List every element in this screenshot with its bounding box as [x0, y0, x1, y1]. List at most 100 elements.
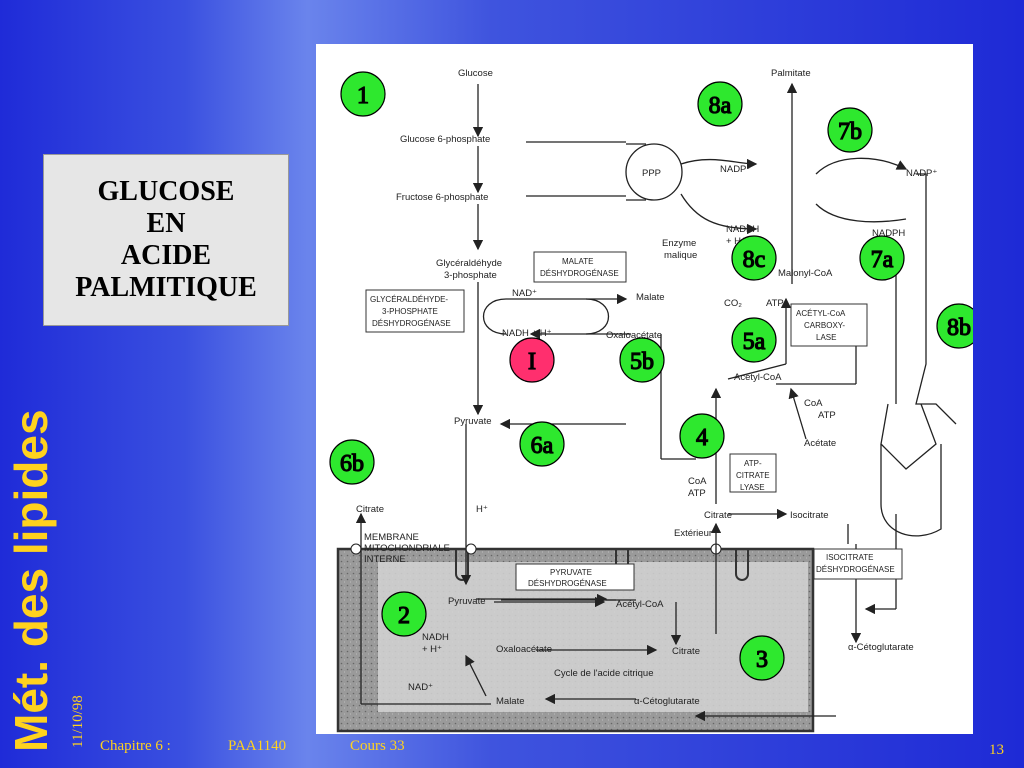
label-alpha-kg-mito: α-Cétoglutarate [634, 696, 700, 707]
svg-text:4: 4 [696, 425, 708, 451]
title-line-2: EN [146, 208, 186, 239]
label-acc-2: CARBOXY- [804, 321, 845, 330]
label-nad-mito: NAD⁺ [408, 682, 433, 693]
date-label: 11/10/98 [70, 695, 86, 748]
svg-text:6a: 6a [531, 433, 554, 459]
pathway-diagram: Glucose Glucose 6-phosphate Fructose 6-p… [329, 68, 982, 733]
label-acetate: Acétate [804, 438, 836, 449]
svg-text:8b: 8b [947, 315, 971, 341]
pyruvate-transporter [465, 543, 477, 555]
marker-5a: 5a [731, 317, 777, 363]
label-g3pdh-3: DÉSHYDROGÉNASE [372, 319, 451, 328]
label-acetyl-coa-mito: Acétyl-CoA [616, 599, 664, 610]
label-malate-top: Malate [636, 292, 665, 303]
label-h-plus: + H⁺ [726, 236, 746, 247]
marker-2: 2 [381, 591, 427, 637]
label-acc-3: LASE [816, 333, 836, 342]
svg-text:1: 1 [357, 83, 369, 109]
label-alpha-kg-right: α-Cétoglutarate [848, 642, 914, 653]
label-gap-2: 3-phosphate [444, 270, 497, 281]
label-acc-1: ACÉTYL-CoA [796, 309, 846, 318]
marker-3: 3 [739, 635, 785, 681]
label-malate-dh-2: DÉSHYDROGÉNASE [540, 269, 619, 278]
svg-text:7b: 7b [838, 119, 862, 145]
label-membrane-1: MEMBRANE [364, 532, 419, 543]
label-nadp-plus-left: NADP⁺ [720, 164, 751, 175]
g3p-dehydrogenase-box [365, 289, 465, 333]
label-isocitrate: Isocitrate [790, 510, 829, 521]
label-nadh-mito-2: + H⁺ [422, 644, 442, 655]
label-nadh-h: NADH + H⁺ [502, 328, 552, 339]
label-pdh-1: PYRUVATE [550, 568, 592, 577]
label-nad-plus: NAD⁺ [512, 288, 537, 299]
title-box: GLUCOSE EN ACIDE PALMITIQUE [43, 154, 289, 326]
label-nadp-plus-right: NADP⁺ [906, 168, 937, 179]
marker-1: 1 [340, 71, 386, 117]
label-malate-mito: Malate [496, 696, 525, 707]
label-atp: ATP [766, 298, 784, 309]
label-coa: CoA [804, 398, 823, 409]
title-line-3: ACIDE [120, 240, 212, 271]
label-exterieur: Extérieur [674, 528, 712, 539]
title-line-1: GLUCOSE [97, 176, 235, 207]
label-membrane-2: MITOCHONDRIALE [364, 543, 450, 554]
label-g3pdh-2: 3-PHOSPHATE [382, 307, 438, 316]
svg-text:I: I [528, 349, 536, 375]
label-ppp: PPP [642, 168, 661, 179]
marker-8b: 8b [936, 303, 982, 349]
svg-text:5b: 5b [630, 349, 654, 375]
svg-text:3: 3 [756, 647, 768, 673]
footer-cours: Cours 33 [350, 738, 405, 754]
acetyl-coa-carboxylase-box [790, 303, 868, 347]
label-oxaloacetate-top: Oxaloacétate [606, 330, 662, 341]
title-line-4: PALMITIQUE [75, 272, 257, 303]
label-palmitate: Palmitate [771, 68, 811, 79]
label-membrane-3: INTERNE [364, 554, 406, 565]
label-pyruvate-top: Pyruvate [454, 416, 492, 427]
label-co2: CO₂ [724, 298, 742, 309]
pyruvate-dehydrogenase-box [515, 563, 635, 591]
marker-7b: 7b [827, 107, 873, 153]
label-gap-1: Glycéraldéhyde [436, 258, 502, 269]
label-acetyl-coa-top: Acétyl-CoA [734, 372, 782, 383]
label-acl-3: LYASE [740, 483, 765, 492]
atp-citrate-lyase-box [729, 453, 777, 493]
marker-5b: 5b [619, 337, 665, 383]
label-citrate-left: Citrate [356, 504, 384, 515]
label-acl-1: ATP- [744, 459, 762, 468]
svg-text:2: 2 [398, 603, 410, 629]
diagram-panel: Glucose Glucose 6-phosphate Fructose 6-p… [316, 44, 982, 734]
label-enzyme-malique-1: Enzyme [662, 238, 696, 249]
vertical-title: Mét. des lipides [5, 409, 57, 752]
label-fructose-6-phosphate: Fructose 6-phosphate [396, 192, 488, 203]
label-nadh-mito-1: NADH [422, 632, 449, 643]
label-oxaloacetate-mito: Oxaloacétate [496, 644, 552, 655]
marker-4: 4 [679, 413, 725, 459]
marker-I: I [509, 337, 555, 383]
citrate-transporter [350, 543, 362, 555]
marker-8c: 8c [731, 235, 777, 281]
marker-6b: 6b [329, 439, 375, 485]
label-h-plus-membrane: H⁺ [476, 504, 488, 515]
svg-text:7a: 7a [871, 247, 894, 273]
label-idh-2: DÉSHYDROGÉNASE [816, 565, 895, 574]
label-pdh-2: DÉSHYDROGÉNASE [528, 579, 607, 588]
label-cycle: Cycle de l'acide citrique [554, 668, 654, 679]
label-acl-2: CITRATE [736, 471, 770, 480]
svg-text:5a: 5a [743, 329, 766, 355]
label-nadph-right: NADPH [872, 228, 905, 239]
label-idh-1: ISOCITRATE [826, 553, 873, 562]
isocitrate-dehydrogenase-box [813, 548, 903, 580]
malate-dehydrogenase-box [533, 251, 627, 283]
footer-chapter: Chapitre 6 : [100, 738, 171, 754]
label-glucose-6-phosphate: Glucose 6-phosphate [400, 134, 490, 145]
svg-text:8a: 8a [709, 93, 732, 119]
label-malonyl-coa: Malonyl-CoA [778, 268, 833, 279]
label-glucose: Glucose [458, 68, 493, 79]
label-malate-dh-1: MALATE [562, 257, 593, 266]
label-nadph-left: NADPH [726, 224, 759, 235]
marker-7a: 7a [859, 235, 905, 281]
marker-8a: 8a [697, 81, 743, 127]
label-citrate-mid: Citrate [704, 510, 732, 521]
label-atp-2: ATP [818, 410, 836, 421]
